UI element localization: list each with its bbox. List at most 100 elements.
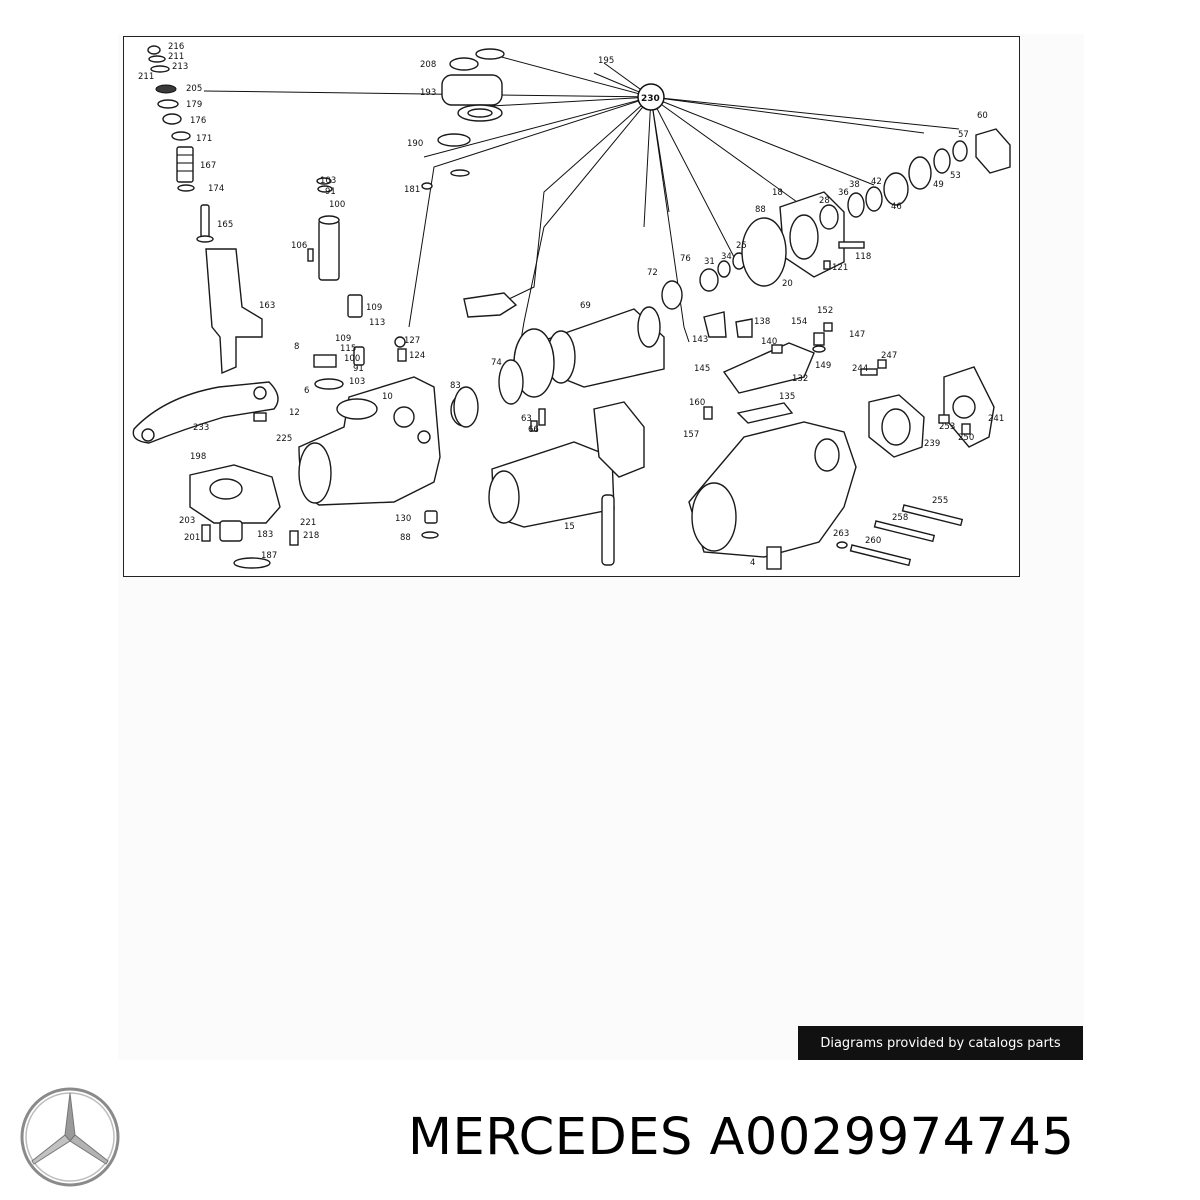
callout: 6 — [304, 386, 309, 396]
callout: 88 — [400, 533, 411, 543]
callout: 140 — [761, 337, 777, 347]
callout: 124 — [409, 351, 425, 361]
callout: 113 — [369, 318, 385, 328]
callout: 183 — [257, 530, 273, 540]
callout: 195 — [598, 56, 614, 66]
callout: 103 — [349, 377, 365, 387]
callout: 160 — [689, 398, 705, 408]
callout: 76 — [680, 254, 691, 264]
callout: 190 — [407, 139, 423, 149]
callout: 49 — [933, 180, 944, 190]
callout: 260 — [865, 536, 881, 546]
callout: 135 — [779, 392, 795, 402]
callout: 152 — [817, 306, 833, 316]
brand-name: MERCEDES — [408, 1108, 693, 1167]
callout: 225 — [276, 434, 292, 444]
callout: 233 — [193, 423, 209, 433]
callout: 127 — [404, 336, 420, 346]
callout: 72 — [647, 268, 658, 278]
callout: 36 — [838, 188, 849, 198]
callout: 8 — [294, 342, 299, 352]
callout: 20 — [782, 279, 793, 289]
callout: 91 — [353, 364, 364, 374]
left-column-parts — [132, 45, 279, 444]
valve-parts — [307, 177, 407, 390]
callout: 187 — [261, 551, 277, 561]
callout: 171 — [196, 134, 212, 144]
center-parts — [421, 48, 746, 566]
callout: 63 — [521, 414, 532, 424]
hub-label: 230 — [641, 94, 660, 104]
callout: 100 — [329, 200, 345, 210]
callout: 211 — [168, 52, 184, 62]
callout: 145 — [694, 364, 710, 374]
callout: 253 — [939, 422, 955, 432]
callout: 74 — [491, 358, 502, 368]
callout: 211 — [138, 72, 154, 82]
right-parts — [688, 128, 1011, 570]
callout: 176 — [190, 116, 206, 126]
callout: 132 — [792, 374, 808, 384]
callout: 15 — [564, 522, 575, 532]
callout: 106 — [291, 241, 307, 251]
mercedes-star-icon — [20, 1087, 120, 1187]
callout: 10 — [382, 392, 393, 402]
callout: 208 — [420, 60, 436, 70]
leader-lines — [203, 54, 960, 353]
callout: 42 — [871, 177, 882, 187]
callout: 88 — [755, 205, 766, 215]
callout: 247 — [881, 351, 897, 361]
callout: 53 — [950, 171, 961, 181]
callout: 66 — [528, 425, 539, 435]
callout: 157 — [683, 430, 699, 440]
callout: 38 — [849, 180, 860, 190]
callout: 216 — [168, 42, 184, 52]
callout: 118 — [855, 252, 871, 262]
callout: 60 — [977, 111, 988, 121]
callout: 213 — [172, 62, 188, 72]
callout: 263 — [833, 529, 849, 539]
callout: 205 — [186, 84, 202, 94]
callout: 179 — [186, 100, 202, 110]
callout: 154 — [791, 317, 807, 327]
callout: 165 — [217, 220, 233, 230]
callout: 4 — [750, 558, 755, 568]
callout-labels: 216 211 211 213 205 179 176 171 167 174 … — [138, 42, 1004, 568]
callout: 241 — [988, 414, 1004, 424]
exploded-diagram: 230 — [123, 36, 1020, 577]
callout: 83 — [450, 381, 461, 391]
callout: 218 — [303, 531, 319, 541]
callout: 203 — [179, 516, 195, 526]
callout: 138 — [754, 317, 770, 327]
callout: 34 — [721, 252, 732, 262]
callout: 193 — [420, 88, 436, 98]
callout: 250 — [958, 433, 974, 443]
callout: 130 — [395, 514, 411, 524]
callout: 69 — [580, 301, 591, 311]
callout: 91 — [325, 187, 336, 197]
callout: 221 — [300, 518, 316, 528]
callout: 109 — [366, 303, 382, 313]
callout: 147 — [849, 330, 865, 340]
callout: 18 — [772, 188, 783, 198]
callout: 258 — [892, 513, 908, 523]
callout: 167 — [200, 161, 216, 171]
part-title: MERCEDES A0029974745 — [408, 1108, 1074, 1167]
callout: 149 — [815, 361, 831, 371]
callout: 31 — [704, 257, 715, 267]
callout: 239 — [924, 439, 940, 449]
callout: 255 — [932, 496, 948, 506]
callout: 100 — [344, 354, 360, 364]
callout: 46 — [891, 202, 902, 212]
callout: 121 — [832, 263, 848, 273]
callout: 143 — [692, 335, 708, 345]
callout: 12 — [289, 408, 300, 418]
callout: 28 — [819, 196, 830, 206]
callout: 115 — [340, 344, 356, 354]
diagram-credit-badge: Diagrams provided by catalogs parts — [798, 1026, 1083, 1060]
callout: 57 — [958, 130, 969, 140]
callout: 25 — [736, 241, 747, 251]
callout: 174 — [208, 184, 224, 194]
callout: 181 — [404, 185, 420, 195]
hub-circle — [637, 83, 665, 111]
